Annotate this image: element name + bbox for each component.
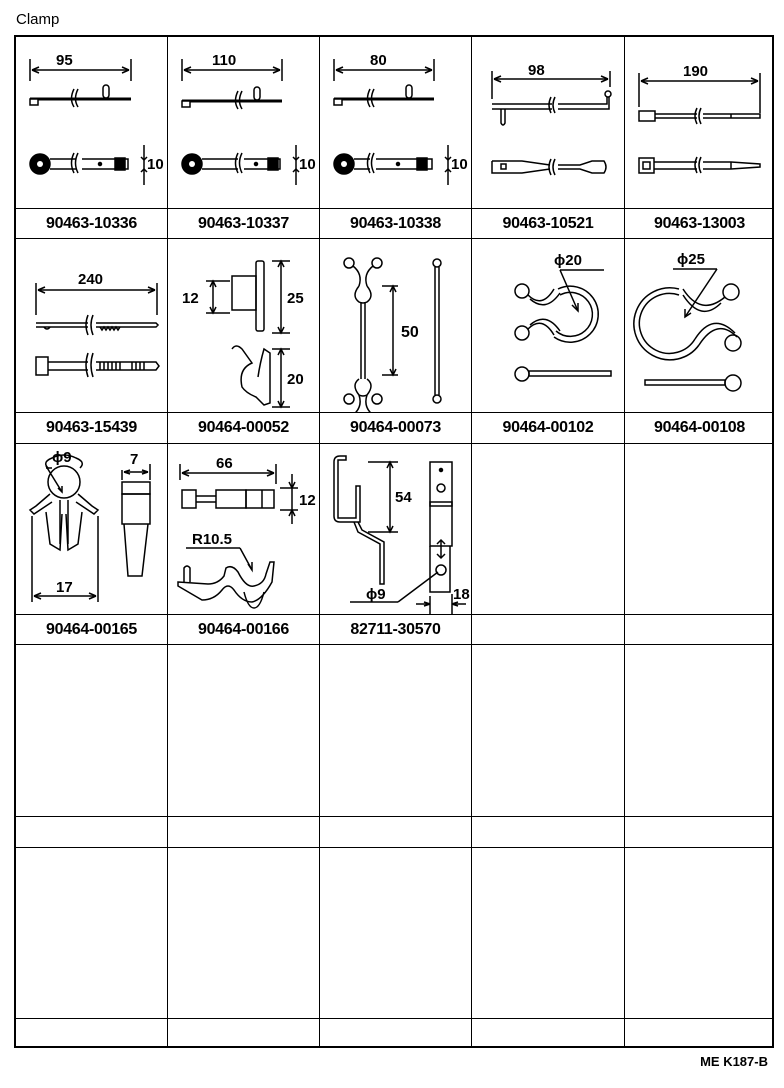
row-divider: [16, 412, 772, 413]
dim-length: 80: [370, 52, 387, 69]
column-divider: [319, 37, 320, 1046]
dim-width: 18: [453, 586, 470, 603]
clamp-drawing-push-clip: ϕ9 7 17: [16, 444, 167, 614]
clamp-drawing-loop-clip: ϕ20: [472, 239, 624, 412]
part-number: 90463-10521: [502, 215, 594, 232]
dim-width: 7: [130, 451, 138, 468]
dim-height: 54: [395, 489, 412, 506]
dim-a: 12: [182, 290, 199, 307]
column-divider: [471, 37, 472, 1046]
part-number: [625, 615, 774, 645]
dim-span: 17: [56, 579, 73, 596]
row-divider: [16, 847, 772, 848]
dim-b: 25: [287, 290, 304, 307]
row-divider: [16, 208, 772, 209]
column-divider: [624, 37, 625, 1046]
clamp-drawing-band-tie: 110 10: [168, 37, 319, 208]
dim-diameter: ϕ9: [366, 586, 386, 603]
clamp-drawing-band-tie: 240: [16, 239, 167, 412]
part-number: 90464-00166: [197, 621, 289, 638]
row-divider: [16, 1018, 772, 1019]
dim-diameter: ϕ9: [52, 449, 72, 466]
clamp-parts-table: 90463-10336 90463-10337 90463-10338 9046…: [14, 35, 774, 1048]
clamp-drawing-band-tie: 98: [472, 37, 624, 208]
part-number: 90463-13003: [653, 215, 745, 232]
dim-length: 50: [401, 324, 419, 341]
part-number: 90463-10337: [197, 215, 289, 232]
part-number: 90464-00102: [502, 419, 594, 436]
dim-width: 10: [451, 156, 468, 173]
part-number: 90463-15439: [45, 419, 137, 436]
part-number: 90464-00073: [349, 419, 441, 436]
dim-diameter: ϕ20: [554, 252, 582, 269]
dim-length: 190: [683, 63, 708, 80]
clamp-drawing-bracket-clip: 54 ϕ9 18: [320, 444, 471, 614]
clamp-drawing-wire-clip: 12 25 20: [168, 239, 319, 412]
row-divider: [16, 816, 772, 817]
dim-width: 10: [299, 156, 316, 173]
dim-length: 110: [212, 52, 236, 69]
part-number: 90464-00108: [653, 419, 745, 436]
dim-width: 10: [147, 156, 164, 173]
clamp-drawing-loop-clip: ϕ25: [625, 239, 774, 412]
part-number: 82711-30570: [350, 621, 441, 638]
row-divider: [16, 614, 772, 615]
clamp-drawing-saddle-clip: 66 12 R10.5: [168, 444, 319, 614]
clamp-drawing-wire-clip: 50: [320, 239, 471, 412]
dim-diameter: ϕ25: [677, 251, 705, 268]
dim-length: 98: [528, 62, 545, 79]
dim-c: 20: [287, 371, 304, 388]
dim-length: 95: [56, 52, 73, 69]
part-number: 90463-10338: [349, 215, 441, 232]
dim-length: 66: [216, 455, 233, 472]
part-number: 90464-00052: [197, 419, 289, 436]
clamp-drawing-band-tie: 190: [625, 37, 774, 208]
row-divider: [16, 443, 772, 444]
part-number: 90463-10336: [45, 215, 137, 232]
dim-radius: R10.5: [192, 531, 232, 548]
clamp-drawing-band-tie: 80 10: [320, 37, 471, 208]
dim-length: 240: [78, 271, 103, 288]
row-divider: [16, 644, 772, 645]
row-divider: [16, 238, 772, 239]
page-code: ME K187-B: [700, 1054, 768, 1069]
part-number: [472, 615, 624, 645]
part-number: 90464-00165: [45, 621, 137, 638]
dim-height: 12: [299, 492, 316, 509]
column-divider: [167, 37, 168, 1046]
page-title: Clamp: [16, 11, 60, 28]
clamp-drawing-band-tie: 95 10: [16, 37, 167, 208]
